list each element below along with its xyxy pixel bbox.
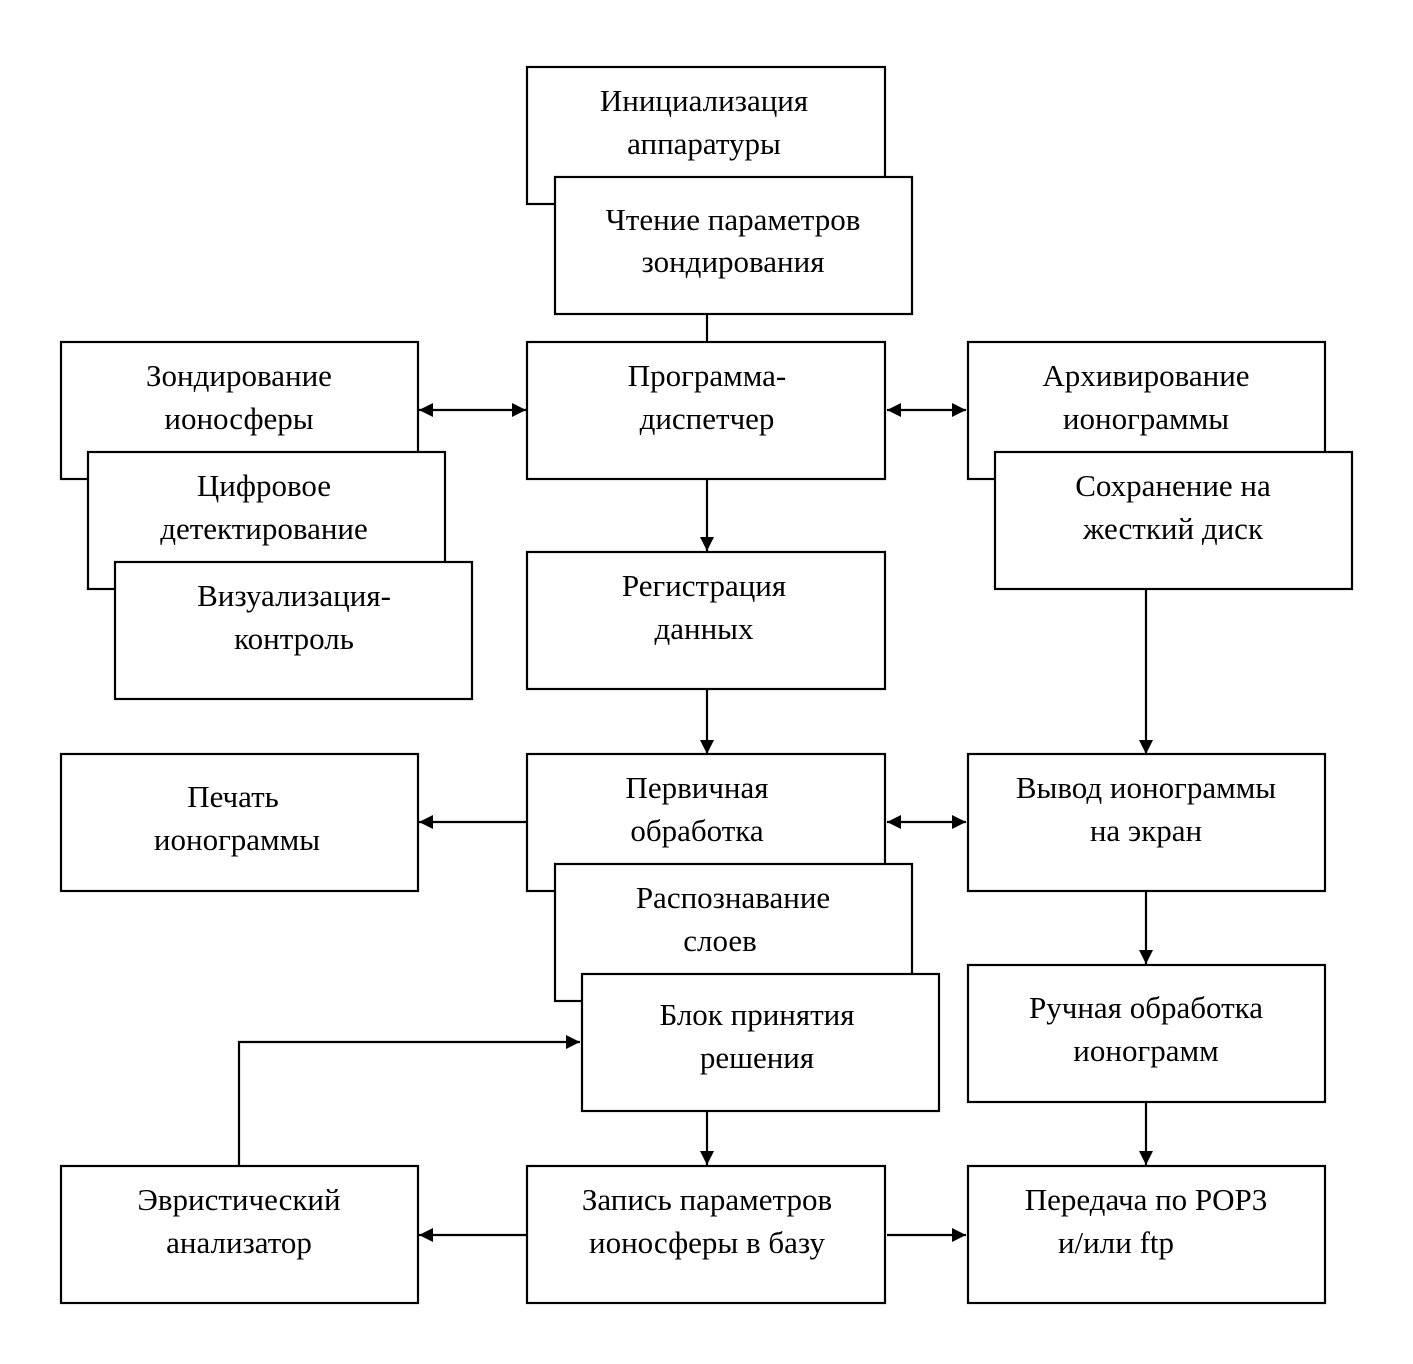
box-digital-detection-line1: Цифровое [197, 468, 331, 503]
box-manual-processing-line2: ионограмм [1073, 1033, 1218, 1068]
box-print-line1: Печать [187, 779, 279, 814]
box-print: Печать ионограммы [59, 752, 420, 893]
box-decision-block-line1: Блок принятия [659, 997, 854, 1032]
box-visualization-line1: Визуализация- [197, 578, 391, 613]
box-print-line2: ионограммы [154, 822, 320, 857]
box-archiving-line1: Архивирование [1042, 358, 1249, 393]
box-primary-processing-line1: Первичная [625, 770, 768, 805]
box-primary-processing-line2: обработка [630, 813, 764, 848]
box-digital-detection-line2: детектирование [160, 511, 368, 546]
box-save-disk-line2: жесткий диск [1082, 511, 1264, 546]
box-db-record-line2: ионосферы в базу [589, 1225, 826, 1260]
box-display-output: Вывод ионограммы на экран [966, 752, 1327, 893]
box-visualization-line2: контроль [234, 621, 354, 656]
box-sounding-line2: ионосферы [164, 401, 313, 436]
box-decision-block: Блок принятия решения [580, 972, 941, 1113]
box-registration: Регистрация данных [525, 550, 887, 691]
arrow-heuristic-decision [237, 1035, 580, 1165]
box-visualization: Визуализация- контроль [113, 560, 474, 701]
box-layer-recognition-line1: Распознавание [636, 880, 830, 915]
box-init-line1: Инициализация [600, 83, 808, 118]
box-manual-processing: Ручная обработка ионограмм [966, 963, 1327, 1104]
box-decision-block-line2: решения [700, 1040, 814, 1075]
box-display-output-line2: на экран [1090, 813, 1202, 848]
box-transfer-line2: и/или ftp [1058, 1225, 1174, 1260]
connectors [237, 314, 1153, 1242]
box-init-line2: аппаратуры [627, 126, 781, 161]
box-heuristic-analyzer-line1: Эвристический [137, 1182, 340, 1217]
box-read-params-line2: зондирования [642, 244, 825, 279]
box-dispatcher-line2: диспетчер [640, 401, 775, 436]
box-db-record-line1: Запись параметров [582, 1182, 832, 1217]
box-read-params-line1: Чтение параметров [606, 202, 861, 237]
box-read-params: Чтение параметров зондирования [553, 175, 914, 316]
box-registration-line1: Регистрация [622, 568, 786, 603]
box-heuristic-analyzer-line2: анализатор [166, 1225, 312, 1260]
box-registration-line2: данных [654, 611, 754, 646]
box-display-output-line1: Вывод ионограммы [1016, 770, 1276, 805]
box-archiving-line2: ионограммы [1063, 401, 1229, 436]
box-manual-processing-line1: Ручная обработка [1029, 990, 1263, 1025]
box-save-disk-line1: Сохранение на [1075, 468, 1271, 503]
box-dispatcher: Программа- диспетчер [525, 340, 887, 481]
box-db-record: Запись параметров ионосферы в базу [525, 1164, 887, 1305]
box-heuristic-analyzer: Эвристический анализатор [59, 1164, 420, 1305]
box-layer-recognition-line2: слоев [683, 923, 757, 958]
box-save-disk: Сохранение на жесткий диск [993, 450, 1354, 591]
box-sounding-line1: Зондирование [146, 358, 332, 393]
box-transfer-line1: Передача по POP3 [1025, 1182, 1268, 1217]
box-transfer: Передача по POP3 и/или ftp [966, 1164, 1327, 1305]
box-dispatcher-line1: Программа- [628, 358, 786, 393]
